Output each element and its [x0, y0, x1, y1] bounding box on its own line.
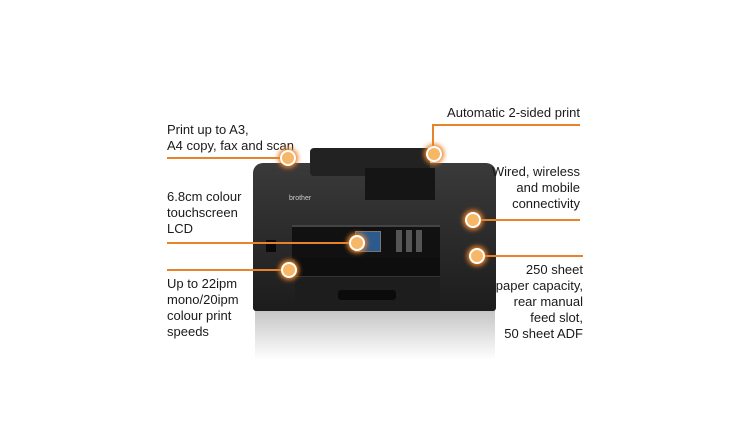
cassette-handle [338, 290, 396, 300]
callout-speed: Up to 22ipm mono/20ipm colour print spee… [167, 276, 239, 339]
callout-a3: Print up to A3, A4 copy, fax and scan [167, 122, 294, 153]
callout-marker [469, 248, 485, 264]
callout-duplex: Automatic 2-sided print [447, 105, 580, 120]
callout-marker [465, 212, 481, 228]
brand-logo: brother [289, 195, 312, 202]
callout-capacity: 250 sheet paper capacity, rear manual fe… [495, 262, 583, 341]
callout-marker [426, 146, 442, 162]
adf-tray [365, 168, 435, 200]
callout-marker [280, 150, 296, 166]
printer-reflection [255, 310, 495, 360]
usb-port [266, 240, 276, 252]
callout-marker [349, 235, 365, 251]
callout-marker [281, 262, 297, 278]
callout-connectivity: Wired, wireless and mobile connectivity [491, 164, 580, 211]
keypad[interactable] [396, 230, 426, 252]
output-tray [295, 258, 440, 276]
callout-lcd: 6.8cm colour touchscreen LCD [167, 189, 242, 236]
